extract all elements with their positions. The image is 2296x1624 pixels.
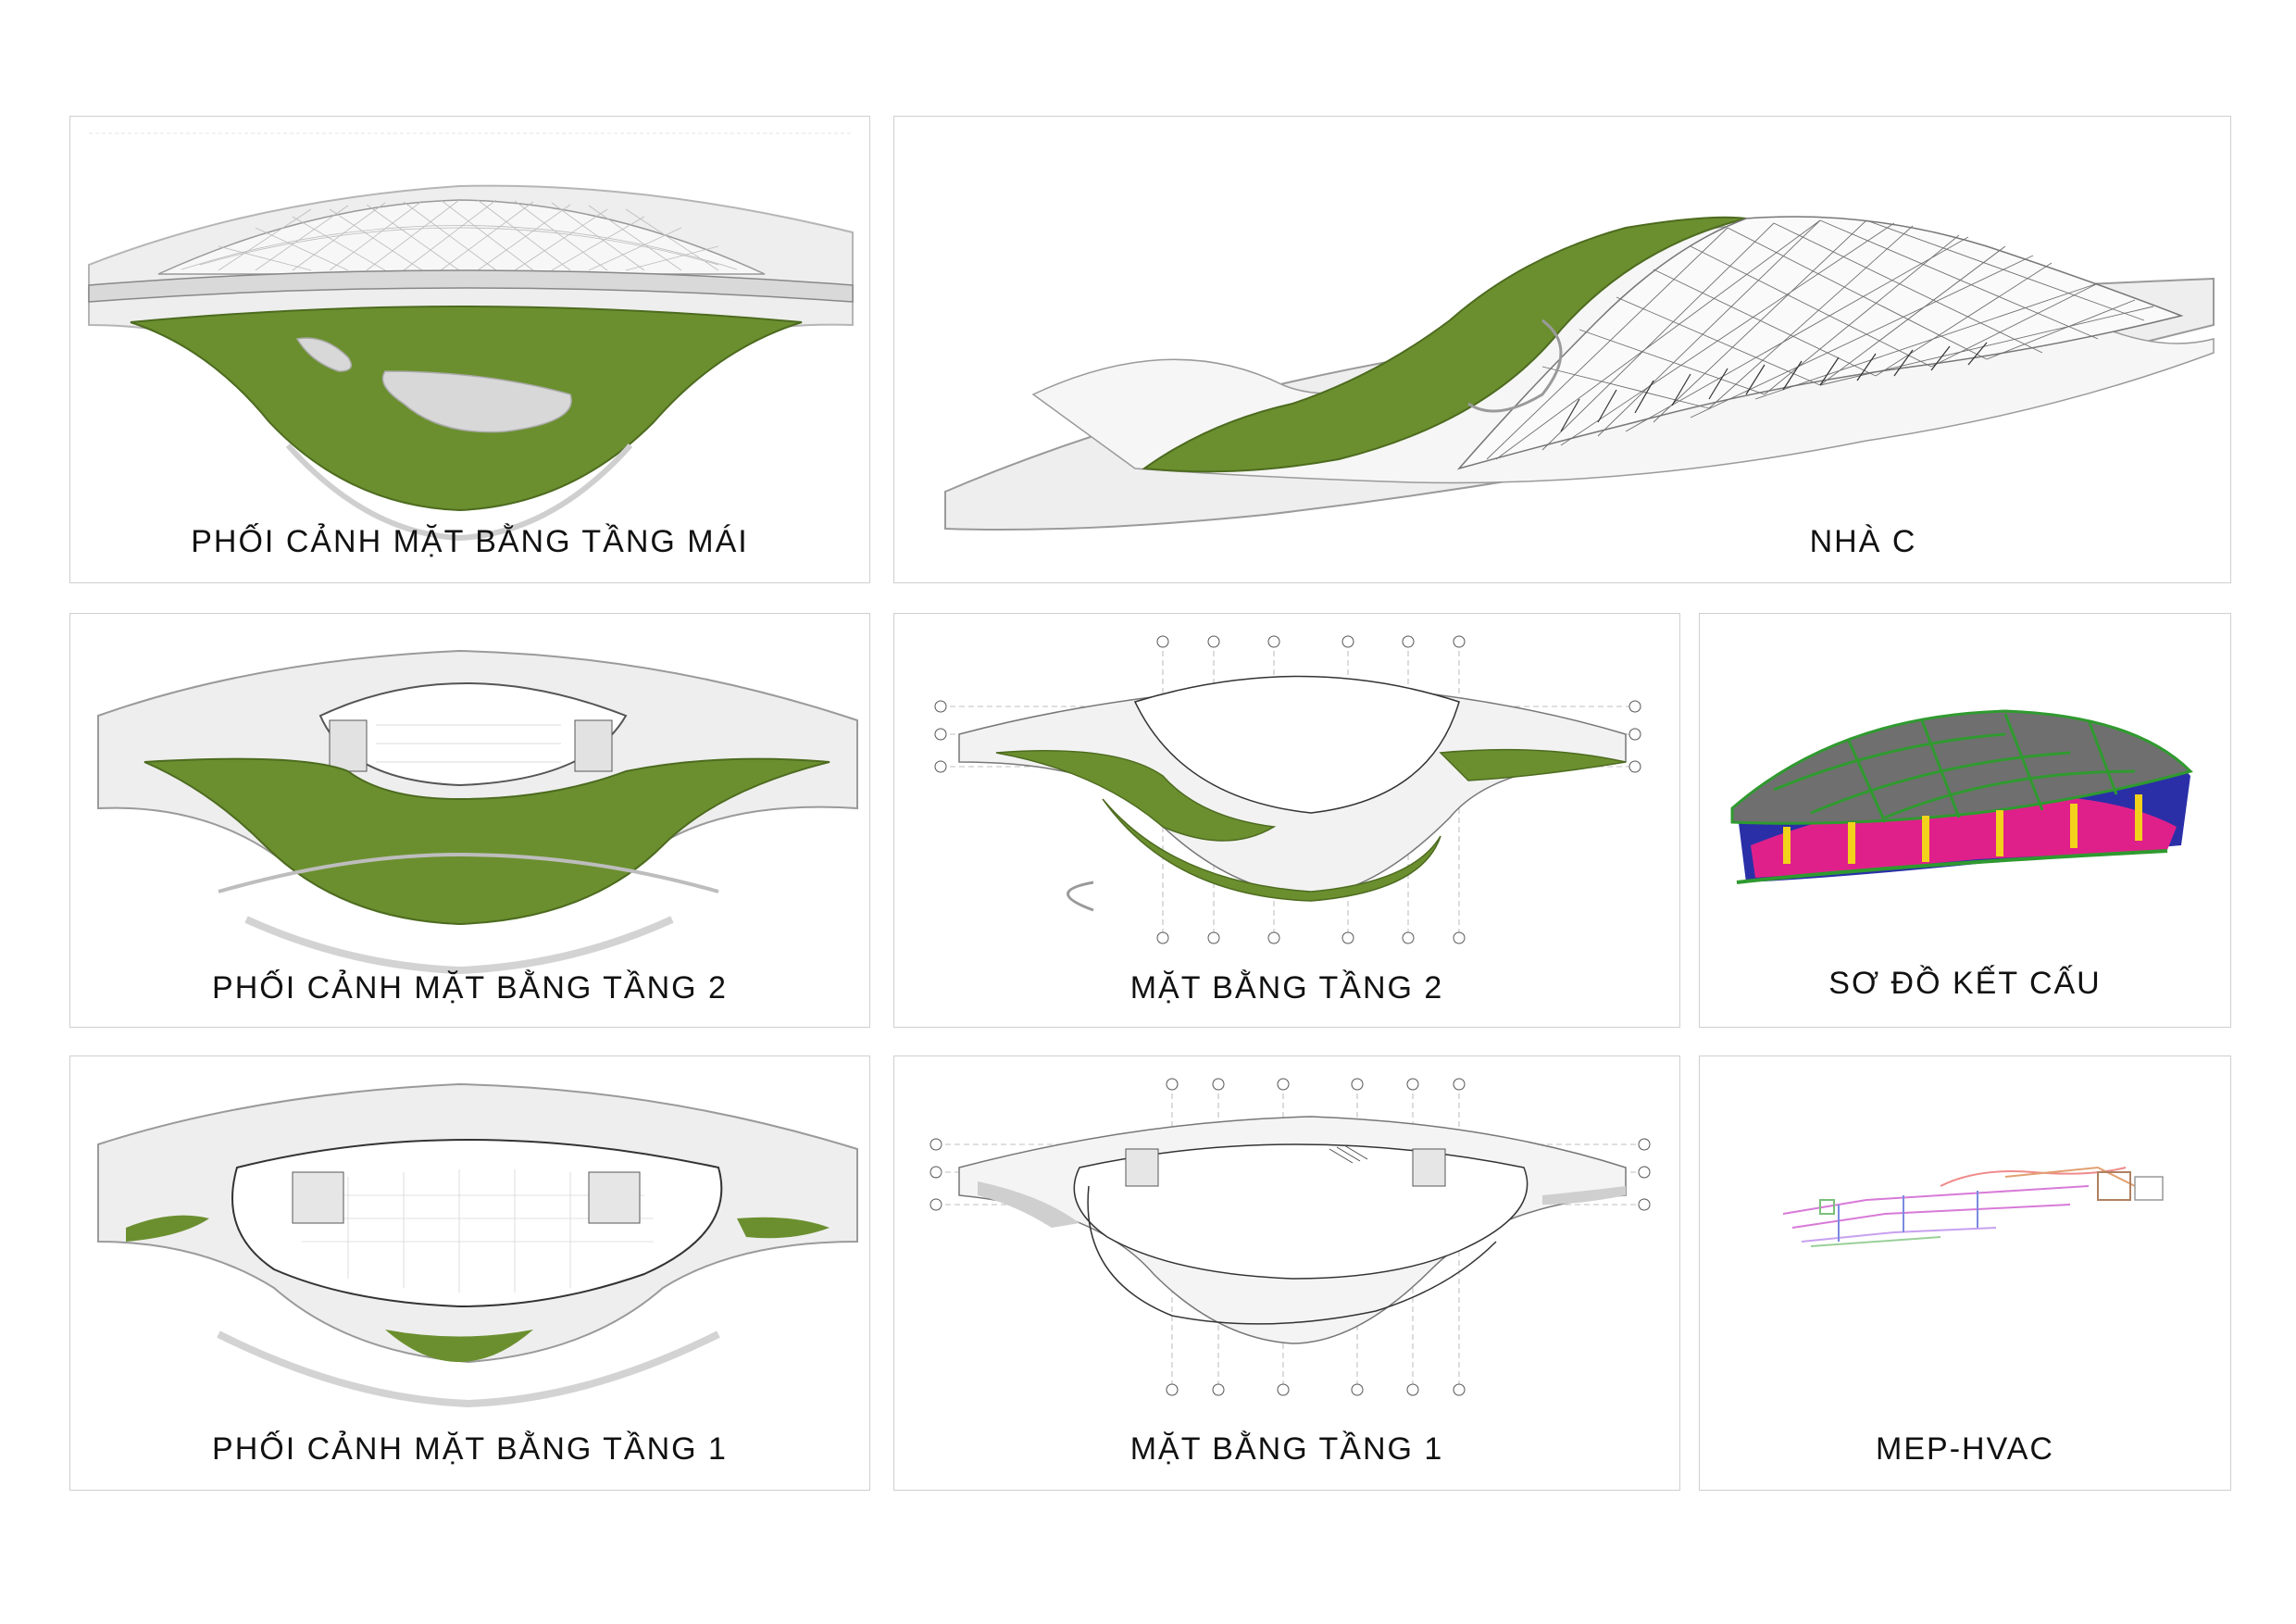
structure-diagram-render <box>1730 709 2193 884</box>
mep-hvac-diagram <box>1782 1166 2164 1247</box>
floor1-plan-drawing <box>930 1078 1651 1396</box>
panel-floor2-perspective: PHỐI CẢNH MẶT BẰNG TẦNG 2 <box>69 613 870 1028</box>
panel-building-c: NHÀ C <box>893 116 2231 583</box>
floor2-plan-drawing <box>934 635 1641 944</box>
panel-floor1-perspective: PHỐI CẢNH MẶT BẰNG TẦNG 1 <box>69 1056 870 1491</box>
panel-roof-perspective: PHỐI CẢNH MẶT BẰNG TẦNG MÁI <box>69 116 870 583</box>
floor1-plan-caption: MẶT BẰNG TẦNG 1 <box>1129 1431 1444 1467</box>
structure-diagram-caption: SƠ ĐỒ KẾT CẤU <box>1828 966 2102 1001</box>
panel-floor1-plan: MẶT BẰNG TẦNG 1 <box>893 1056 1680 1491</box>
floor1-perspective-drawing <box>97 1082 858 1408</box>
building-c-render <box>944 216 2215 531</box>
panel-mep-hvac: MEP-HVAC <box>1699 1056 2231 1491</box>
panel-structure-diagram: SƠ ĐỒ KẾT CẤU <box>1699 613 2231 1028</box>
floor1-perspective-caption: PHỐI CẢNH MẶT BẰNG TẦNG 1 <box>212 1431 728 1467</box>
panel-floor2-plan: MẶT BẰNG TẦNG 2 <box>893 613 1680 1028</box>
roof-perspective-drawing <box>88 132 854 542</box>
floor2-perspective-caption: PHỐI CẢNH MẶT BẰNG TẦNG 2 <box>212 970 728 1006</box>
floor2-perspective-drawing <box>97 649 858 975</box>
floor2-plan-caption: MẶT BẰNG TẦNG 2 <box>1129 970 1444 1006</box>
roof-perspective-caption: PHỐI CẢNH MẶT BẰNG TẦNG MÁI <box>191 524 749 559</box>
mep-hvac-caption: MEP-HVAC <box>1876 1431 2054 1467</box>
building-c-caption: NHÀ C <box>1809 524 1917 559</box>
